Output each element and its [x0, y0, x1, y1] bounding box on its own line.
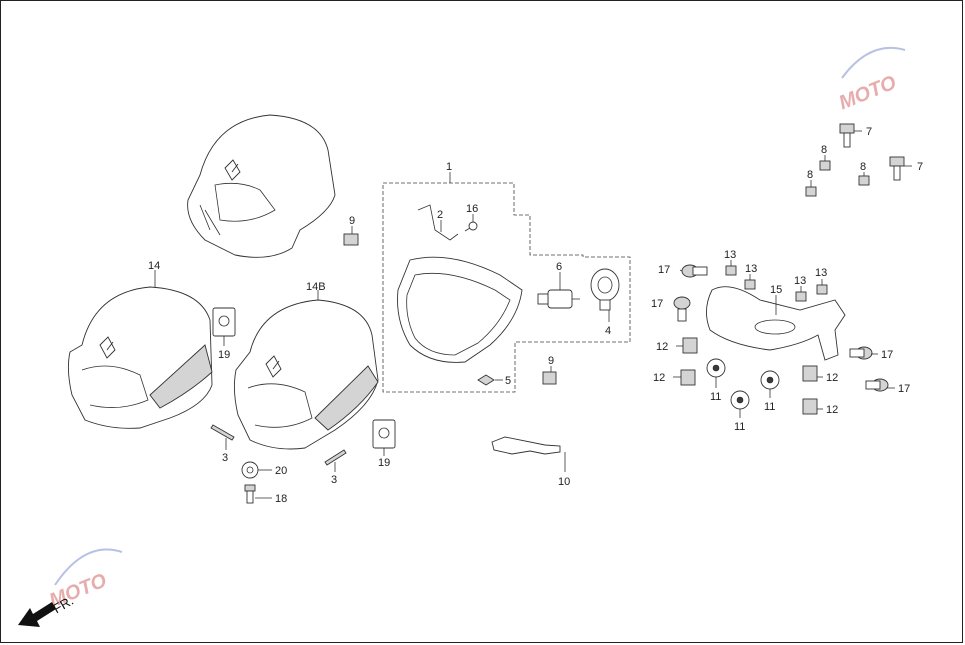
callout-17a: 17	[658, 264, 670, 276]
clip-part-9-upper	[343, 233, 359, 246]
screw-part-16	[464, 221, 478, 232]
callout-12d: 12	[826, 404, 838, 416]
headlight-lens-part	[397, 256, 523, 363]
callout-19-right: 19	[378, 457, 390, 469]
callout-11c: 11	[734, 421, 745, 433]
bolt-part-17a	[681, 264, 708, 278]
grommet-part-11a	[706, 358, 726, 378]
clip-part-12b	[680, 369, 696, 386]
callout-17b: 17	[651, 298, 663, 310]
nut-part-5	[477, 374, 495, 386]
callout-labels: 1 2 16 6 4 5 9 9 10 14 14B 19 19 3 3 20 …	[148, 126, 923, 505]
callout-8b: 8	[807, 169, 813, 181]
clip-part-12a	[682, 337, 698, 354]
callout-4: 4	[605, 325, 611, 337]
callout-3-right: 3	[331, 474, 337, 486]
callout-7-lower: 7	[917, 161, 923, 173]
callout-3-left: 3	[222, 452, 228, 464]
callout-13d: 13	[815, 267, 827, 279]
callout-12b: 12	[653, 372, 665, 384]
front-cowl-part-14	[67, 286, 213, 429]
callout-13a: 13	[724, 249, 736, 261]
front-arrow-icon: FR.	[18, 593, 76, 627]
nut-part-8b	[805, 186, 817, 197]
headlight-assembly-outline	[382, 182, 631, 393]
callout-16: 16	[466, 203, 478, 215]
callout-17d: 17	[898, 383, 910, 395]
watermark-text: MOTO	[836, 71, 900, 114]
callout-14: 14	[148, 260, 160, 272]
callout-9-upper: 9	[349, 215, 355, 227]
nut-part-8a	[819, 160, 831, 171]
bulb-part-6	[537, 289, 580, 309]
clip-part-12d	[802, 398, 818, 415]
socket-part-4	[590, 268, 620, 311]
watermark-logo-top: MOTO	[836, 46, 906, 114]
nut-part-13c	[795, 291, 807, 302]
trim-strip-part-3-left	[210, 424, 235, 441]
callout-13c: 13	[794, 275, 806, 287]
clip-part-12c	[802, 365, 818, 382]
trim-strip-part-3-right	[324, 449, 347, 466]
callout-8c: 8	[860, 161, 866, 173]
nut-part-8c	[858, 175, 870, 186]
callout-20: 20	[275, 465, 287, 477]
callout-10: 10	[558, 476, 570, 488]
callout-11b: 11	[764, 401, 775, 413]
bracket-part-10	[491, 436, 561, 455]
callout-14b: 14B	[306, 281, 326, 293]
callout-19-left: 19	[218, 349, 230, 361]
bolt-part-7-upper	[839, 123, 855, 148]
nut-part-13a	[725, 265, 737, 276]
callout-2: 2	[437, 209, 443, 221]
callout-18: 18	[275, 493, 287, 505]
wire-clip-part-2	[417, 204, 459, 241]
leader-lines	[154, 130, 912, 499]
bolt-part-7-lower	[889, 156, 905, 181]
grommet-part-11b	[760, 370, 780, 390]
bracket-part-19-left	[212, 307, 236, 337]
callout-6: 6	[556, 261, 562, 273]
front-cowl-part-14b	[233, 299, 379, 450]
callout-15: 15	[770, 284, 782, 296]
bolt-part-17d	[865, 378, 889, 392]
inner-panel-part-15	[706, 286, 846, 361]
front-cowl-top-part	[187, 114, 336, 258]
callout-1: 1	[446, 161, 452, 173]
washer-part-20	[241, 461, 259, 479]
bolt-part-17b	[673, 296, 691, 322]
bracket-part-19-right	[372, 419, 396, 449]
callout-5: 5	[505, 375, 511, 387]
nut-part-13b	[744, 279, 756, 290]
callout-8a: 8	[821, 144, 827, 156]
callout-12c: 12	[826, 372, 838, 384]
clip-part-9-lower	[542, 371, 557, 385]
callout-13b: 13	[745, 263, 757, 275]
callout-7-upper: 7	[866, 126, 872, 138]
grommet-part-11c	[730, 390, 750, 410]
nut-part-13d	[816, 284, 828, 295]
callout-12a: 12	[656, 341, 668, 353]
bolt-part-17c	[849, 346, 873, 360]
screw-part-18	[244, 484, 256, 504]
callout-9-lower: 9	[548, 355, 554, 367]
callout-17c: 17	[881, 349, 893, 361]
callout-11a: 11	[710, 391, 721, 403]
